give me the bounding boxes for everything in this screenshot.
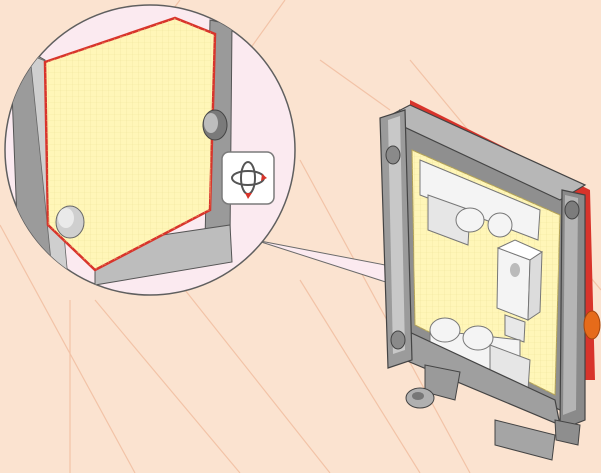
stud (56, 206, 84, 238)
white-pillar (497, 248, 530, 320)
rotate-model-icon (222, 152, 274, 204)
stud (203, 110, 227, 140)
